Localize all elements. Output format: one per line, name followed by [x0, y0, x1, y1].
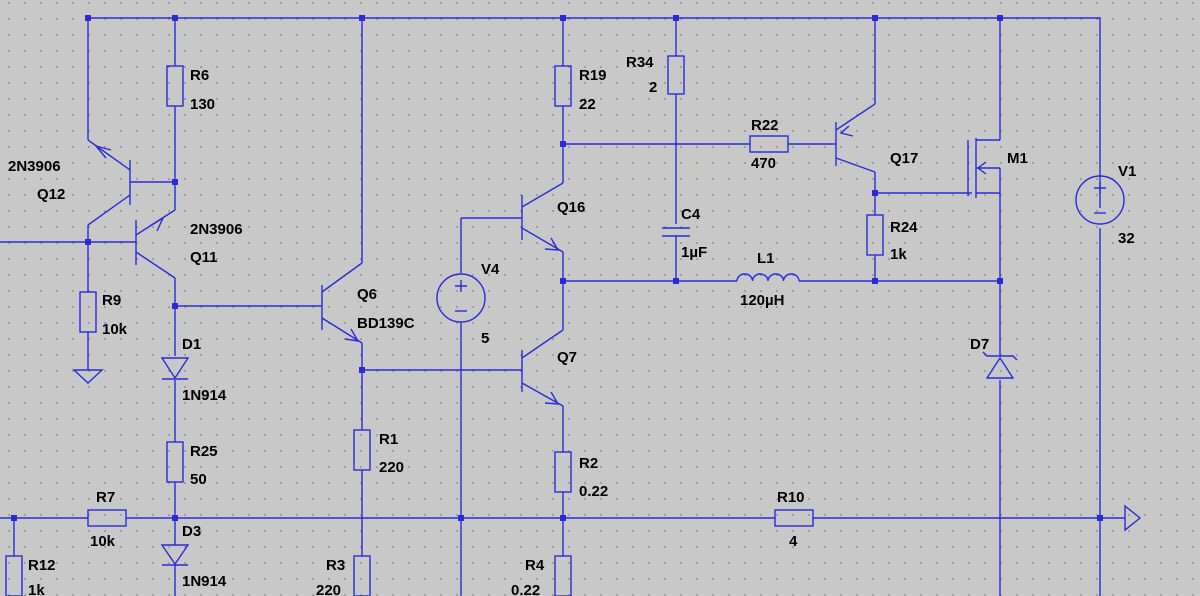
- resistor-r2[interactable]: [554, 451, 572, 493]
- label-m1-ref: M1: [1007, 150, 1028, 167]
- label-r9-ref: R9: [102, 292, 121, 309]
- label-d1-value: 1N914: [182, 387, 227, 404]
- label-r19-ref: R19: [579, 67, 607, 84]
- ground-symbol: [72, 369, 104, 384]
- zener-d7[interactable]: [982, 351, 1018, 379]
- resistor-r4[interactable]: [554, 555, 572, 596]
- label-r4-value: 0.22: [511, 582, 540, 596]
- transistor-q7[interactable]: [521, 329, 564, 407]
- label-r10-value: 4: [789, 533, 798, 550]
- label-d3-value: 1N914: [182, 573, 227, 590]
- resistor-r7[interactable]: [87, 509, 127, 527]
- transistor-q17[interactable]: [835, 103, 876, 173]
- capacitor-c4[interactable]: [662, 227, 690, 237]
- label-r22-value: 470: [751, 155, 776, 172]
- label-r9-value: 10k: [102, 321, 128, 338]
- label-r6-ref: R6: [190, 67, 209, 84]
- label-q7-ref: Q7: [557, 349, 577, 366]
- voltage-source-v4[interactable]: [436, 273, 486, 323]
- resistor-r22[interactable]: [749, 135, 789, 153]
- label-q16-ref: Q16: [557, 199, 585, 216]
- label-q17-ref: Q17: [890, 150, 918, 167]
- mosfet-m1[interactable]: [967, 138, 1001, 198]
- wires: [0, 17, 1125, 596]
- diode-d1[interactable]: [160, 357, 190, 380]
- label-v1-ref: V1: [1118, 163, 1136, 180]
- resistor-r24[interactable]: [866, 214, 884, 256]
- label-l1-ref: L1: [757, 250, 775, 267]
- label-r2-value: 0.22: [579, 483, 608, 500]
- resistor-r3[interactable]: [353, 555, 371, 596]
- voltage-source-v1[interactable]: [1075, 175, 1125, 225]
- label-r3-value: 220: [316, 582, 341, 596]
- label-q12-ref: Q12: [37, 186, 65, 203]
- label-r24-ref: R24: [890, 219, 918, 236]
- label-c4-ref: C4: [681, 206, 701, 223]
- resistor-r9[interactable]: [79, 291, 97, 333]
- label-q6-value: BD139C: [357, 315, 415, 332]
- label-q11-value: 2N3906: [190, 221, 243, 238]
- label-q12-value: 2N3906: [8, 158, 61, 175]
- label-r7-ref: R7: [96, 489, 115, 506]
- label-q11-ref: Q11: [190, 249, 218, 266]
- label-r7-value: 10k: [90, 533, 116, 550]
- label-c4-value: 1µF: [681, 244, 707, 261]
- label-r34-value: 2: [649, 79, 657, 96]
- label-l1-value: 120µH: [740, 292, 785, 309]
- resistor-r6[interactable]: [166, 65, 184, 107]
- resistor-r19[interactable]: [554, 65, 572, 107]
- label-q6-ref: Q6: [357, 286, 377, 303]
- transistor-q12[interactable]: [87, 139, 131, 226]
- label-r12-value: 1k: [28, 582, 45, 596]
- label-r10-ref: R10: [777, 489, 805, 506]
- label-r12-ref: R12: [28, 557, 56, 574]
- label-r6-value: 130: [190, 96, 215, 113]
- label-d3-ref: D3: [182, 523, 201, 540]
- label-r19-value: 22: [579, 96, 596, 113]
- resistor-r34[interactable]: [667, 55, 685, 95]
- diode-d3[interactable]: [160, 544, 190, 566]
- transistor-q16[interactable]: [521, 182, 564, 253]
- junctions: [11, 15, 1103, 521]
- inductor-l1[interactable]: [736, 273, 800, 282]
- label-d1-ref: D1: [182, 336, 201, 353]
- label-r1-ref: R1: [379, 431, 398, 448]
- label-v4-value: 5: [481, 330, 489, 347]
- resistor-r12[interactable]: [5, 555, 23, 596]
- transistor-q6[interactable]: [321, 262, 363, 344]
- label-r25-value: 50: [190, 471, 207, 488]
- label-r4-ref: R4: [525, 557, 545, 574]
- resistor-r25[interactable]: [166, 441, 184, 483]
- resistor-r10[interactable]: [774, 509, 814, 527]
- label-r22-ref: R22: [751, 117, 779, 134]
- label-r1-value: 220: [379, 459, 404, 476]
- label-r3-ref: R3: [326, 557, 345, 574]
- labels: R6 130 R19 22 R34 2 R22 470 Q17 M1 V1 32…: [8, 54, 1136, 596]
- label-r25-ref: R25: [190, 443, 218, 460]
- label-r24-value: 1k: [890, 246, 907, 263]
- label-r34-ref: R34: [626, 54, 654, 71]
- label-d7-ref: D7: [970, 336, 989, 353]
- transistor-q11[interactable]: [135, 209, 176, 279]
- resistor-r1[interactable]: [353, 429, 371, 471]
- label-v4-ref: V4: [481, 261, 500, 278]
- label-r2-ref: R2: [579, 455, 598, 472]
- output-flag[interactable]: [1124, 504, 1142, 532]
- label-v1-value: 32: [1118, 230, 1135, 247]
